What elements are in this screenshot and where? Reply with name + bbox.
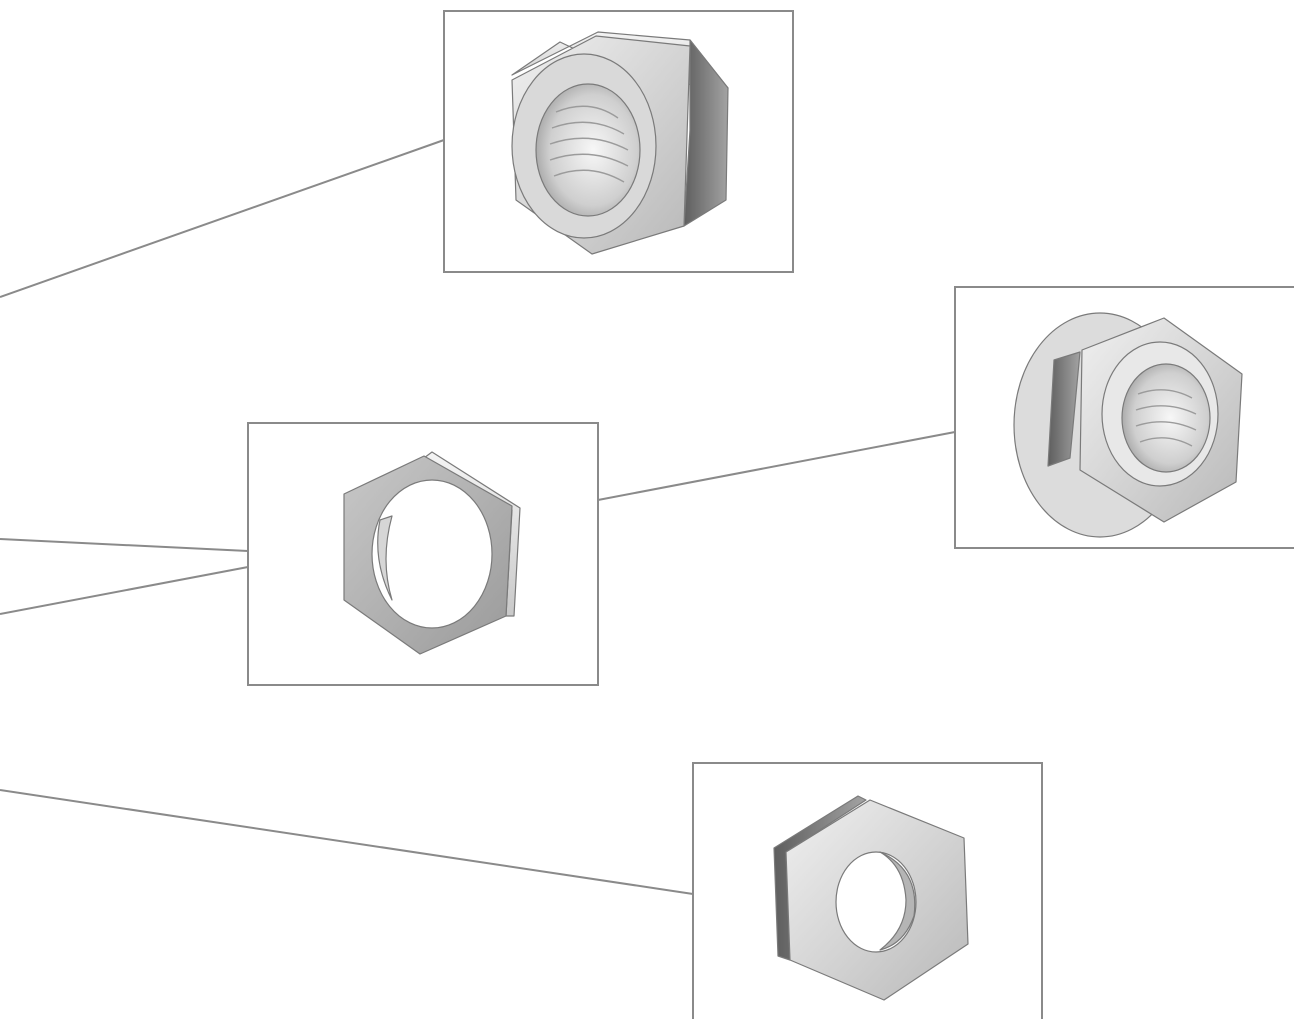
panel-thin-hex-nut [247,422,599,686]
thin-hex-nut-bore [371,479,493,629]
leader-line-hex-nut [0,139,445,298]
panel-hex-nut [443,10,794,273]
flange-nut-bore [1121,363,1211,473]
leader-line-thin-nut-upper [0,538,249,552]
slim-hex-nut-bore-wall [879,851,916,951]
leader-lines [0,139,956,895]
hex-nut-bore [535,83,641,217]
panel-slim-hex-nut [692,762,1043,1019]
flange-nut-illustration [1013,312,1243,538]
flange-nut-side [1047,351,1081,467]
hex-nut-side-right [683,39,729,227]
thin-hex-nut-illustration [343,451,521,655]
thin-hex-nut-bore-wall [377,515,393,601]
flange-nut-threads [1135,389,1197,447]
leader-line-thin-nut-lower [0,566,249,615]
leader-line-flange-nut [597,431,956,501]
slim-hex-nut-bore [835,851,917,953]
hex-nut-illustration [511,31,729,255]
slim-hex-nut-illustration [773,795,969,1001]
leader-line-slim-nut [0,789,694,895]
hex-nut-threads [549,105,629,183]
panel-flange-nut [954,286,1294,549]
